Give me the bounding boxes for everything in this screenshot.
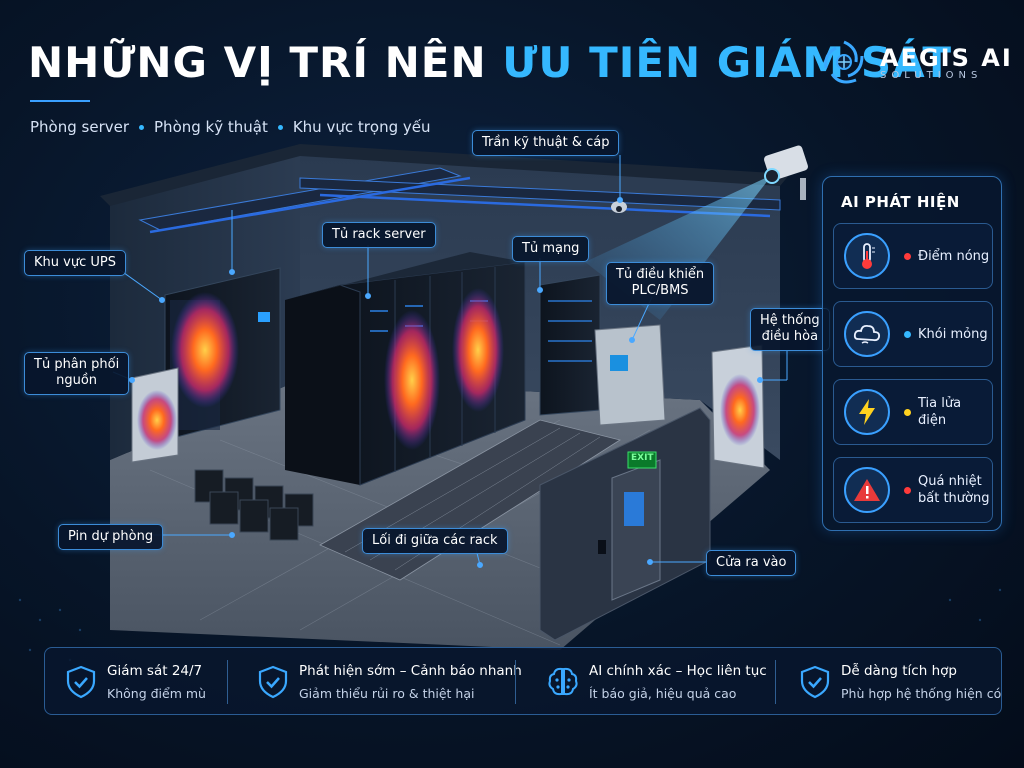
ai-item-label: Điểm nóng [918,248,990,264]
ai-item-smoke: Khói mỏng [833,301,993,367]
cctv-camera [764,145,808,200]
callout-server-rack: Tủ rack server [322,222,436,249]
status-dot [904,253,911,260]
status-dot [904,409,911,416]
lightning-icon [844,389,890,435]
callout-ac-line1: Hệ thống [760,313,820,328]
shield-check-icon [66,665,96,699]
page-title: NHỮNG VỊ TRÍ NÊN ƯU TIÊN GIÁM SÁT [28,38,952,87]
room-top-rim [100,144,790,206]
status-dot [904,331,911,338]
callout-plc-line2: PLC/BMS [631,283,689,299]
subtitle-dot [277,124,283,130]
ai-item-label-line1: Quá nhiệt [918,474,982,490]
warning-icon [844,467,890,513]
feature-divider [227,660,228,704]
feature-title: AI chính xác – Học liên tục [589,663,767,679]
feature-desc: Ít báo giả, hiệu quả cao [589,686,737,701]
ai-item-spark: Tia lửa điện [833,379,993,445]
ai-item-label: Tia lửa điện [918,396,962,428]
ups-cabinets [164,267,281,441]
feature-divider [775,660,776,704]
feature-title: Dễ dàng tích hợp [841,663,957,679]
subtitle-item: Phòng kỹ thuật [154,118,268,136]
server-racks [285,252,526,486]
feature-divider [515,660,516,704]
subtitle-item: Khu vực trọng yếu [292,118,431,136]
callout-entry-door: Cửa ra vào [706,550,797,577]
feature-bar: Giám sát 24/7 Không điểm mù Phát hiện sớ… [44,647,1002,715]
callout-ac-line2: điều hòa [761,329,819,345]
callout-power-line2: nguồn [56,373,98,389]
callout-backup-battery: Pin dự phòng [58,524,164,551]
feature-desc: Giảm thiểu rủi ro & thiệt hại [299,686,475,701]
callout-plc-line1: Tủ điều khiển [616,267,705,282]
shield-check-icon [800,665,830,699]
callout-network-rack: Tủ mạng [512,236,590,263]
callout-air-conditioning: Hệ thống điều hòa [750,308,830,351]
ai-panel-title: AI PHÁT HIỆN [841,193,960,211]
logo-tagline: SOLUTIONS [880,69,983,81]
ai-item-label-line2: bất thường [918,491,990,506]
callout-ceiling-cable: Trần kỹ thuật & cáp [472,130,620,157]
entry-partition [539,407,711,641]
callout-rack-aisle: Lối đi giữa các rack [362,528,508,555]
feature-title: Giám sát 24/7 [107,663,203,679]
logo-name: AEGIS AI [880,43,1013,72]
title-part-white: NHỮNG VỊ TRÍ NÊN [28,38,503,87]
shield-check-icon [258,665,288,699]
exit-sign: EXIT [631,453,654,463]
aegis-logo-icon [824,40,864,84]
subtitle: Phòng server Phòng kỹ thuật Khu vực trọn… [30,118,431,136]
ai-item-hotspot: Điểm nóng [833,223,993,289]
callout-power-line1: Tủ phân phối [34,357,120,372]
dome-camera [611,201,627,213]
smoke-icon [844,311,890,357]
callout-ups-area: Khu vực UPS [24,250,126,277]
status-dot [904,487,911,494]
company-logo: AEGIS AI SOLUTIONS [818,36,1013,88]
air-conditioner-unit [711,344,765,469]
power-distribution-cabinet [131,367,179,463]
title-underline [30,100,90,102]
callout-plc-bms: Tủ điều khiển PLC/BMS [606,262,715,305]
thermometer-icon [844,233,890,279]
ai-item-overheat: Quá nhiệt bất thường [833,457,993,523]
cable-trays [138,167,781,234]
ai-item-label: Khói mỏng [918,326,988,342]
feature-desc: Phù hợp hệ thống hiện có [841,686,1002,701]
title-part-blue: ƯU TIÊN GIÁM SÁT [502,38,952,87]
ai-detection-panel: AI PHÁT HIỆN Điểm nóng Khói mỏng Tia lửa… [822,176,1002,531]
backup-batteries [194,469,314,541]
brain-icon [548,667,578,696]
ai-item-label: Quá nhiệt bất thường [918,458,989,524]
subtitle-dot [139,124,145,130]
subtitle-item: Phòng server [30,118,130,136]
feature-title: Phát hiện sớm – Cảnh báo nhanh [299,663,522,679]
feature-desc: Không điểm mù [107,686,206,701]
callout-power-distribution: Tủ phân phối nguồn [24,352,130,395]
network-rack [539,274,601,416]
